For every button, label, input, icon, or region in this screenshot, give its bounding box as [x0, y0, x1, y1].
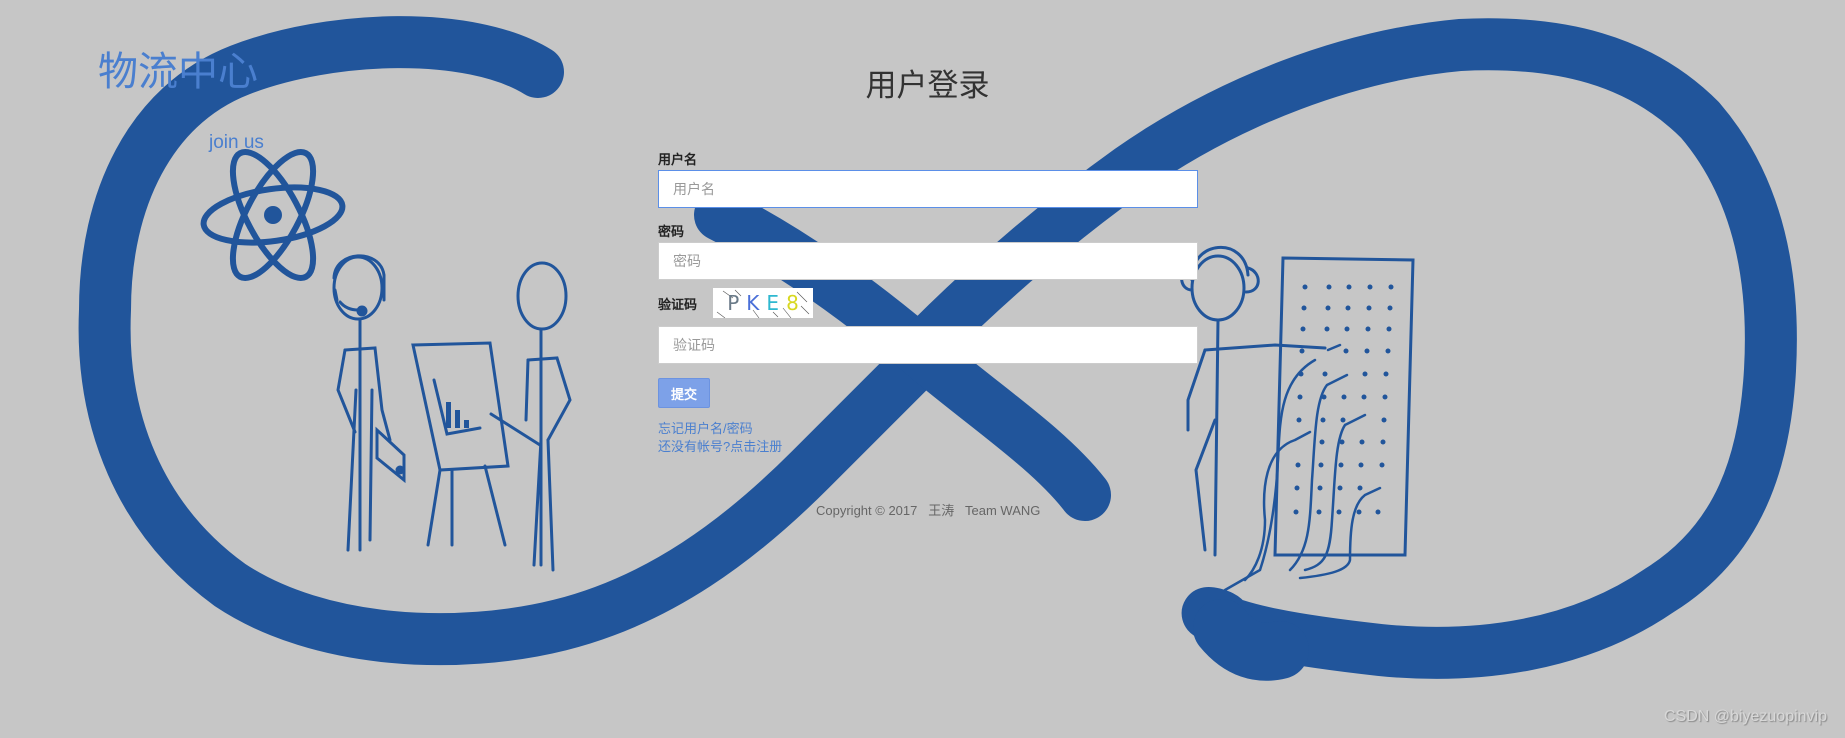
submit-button[interactable]: 提交 [658, 378, 710, 408]
forgot-credentials-link[interactable]: 忘记用户名/密码 [658, 421, 753, 436]
help-links: 忘记用户名/密码 还没有帐号?点击注册 [658, 420, 1198, 456]
page-title: 用户登录 [865, 68, 990, 103]
username-label: 用户名 [658, 152, 698, 167]
patch-panel-holes [1293, 284, 1394, 515]
captcha-char-3: E [766, 291, 780, 315]
username-input[interactable] [658, 170, 1198, 208]
password-label: 密码 [658, 224, 685, 239]
captcha-image[interactable]: P K E 8 [713, 288, 814, 318]
stick-figure-headphones [1180, 246, 1327, 557]
captcha-char-4: 8 [786, 291, 799, 315]
copyright-text: Copyright © 2017 王涛 Team WANG [816, 503, 1041, 518]
login-form: 用户名 密码 验证码 P K E 8 提 [658, 150, 1198, 456]
patch-panel [1273, 256, 1415, 557]
captcha-label: 验证码 [658, 296, 698, 312]
brand-title: 物流中心 [98, 50, 258, 94]
captcha-input[interactable] [658, 326, 1198, 364]
patch-cables [1223, 343, 1382, 592]
easel-chart-board [411, 341, 542, 547]
watermark: CSDN @biyezuopinvip [1664, 708, 1827, 725]
register-link[interactable]: 还没有帐号?点击注册 [658, 439, 783, 454]
password-input[interactable] [658, 242, 1198, 280]
captcha-row: 验证码 P K E 8 [658, 287, 1198, 319]
atom-icon [200, 148, 346, 282]
captcha-char-1: P [727, 291, 740, 315]
stick-figure-headset [332, 254, 406, 552]
stick-figure-presenter [516, 261, 572, 572]
captcha-char-2: K [746, 291, 760, 315]
join-us-link[interactable]: join us [209, 132, 264, 153]
captcha-noise-lines [716, 289, 810, 318]
